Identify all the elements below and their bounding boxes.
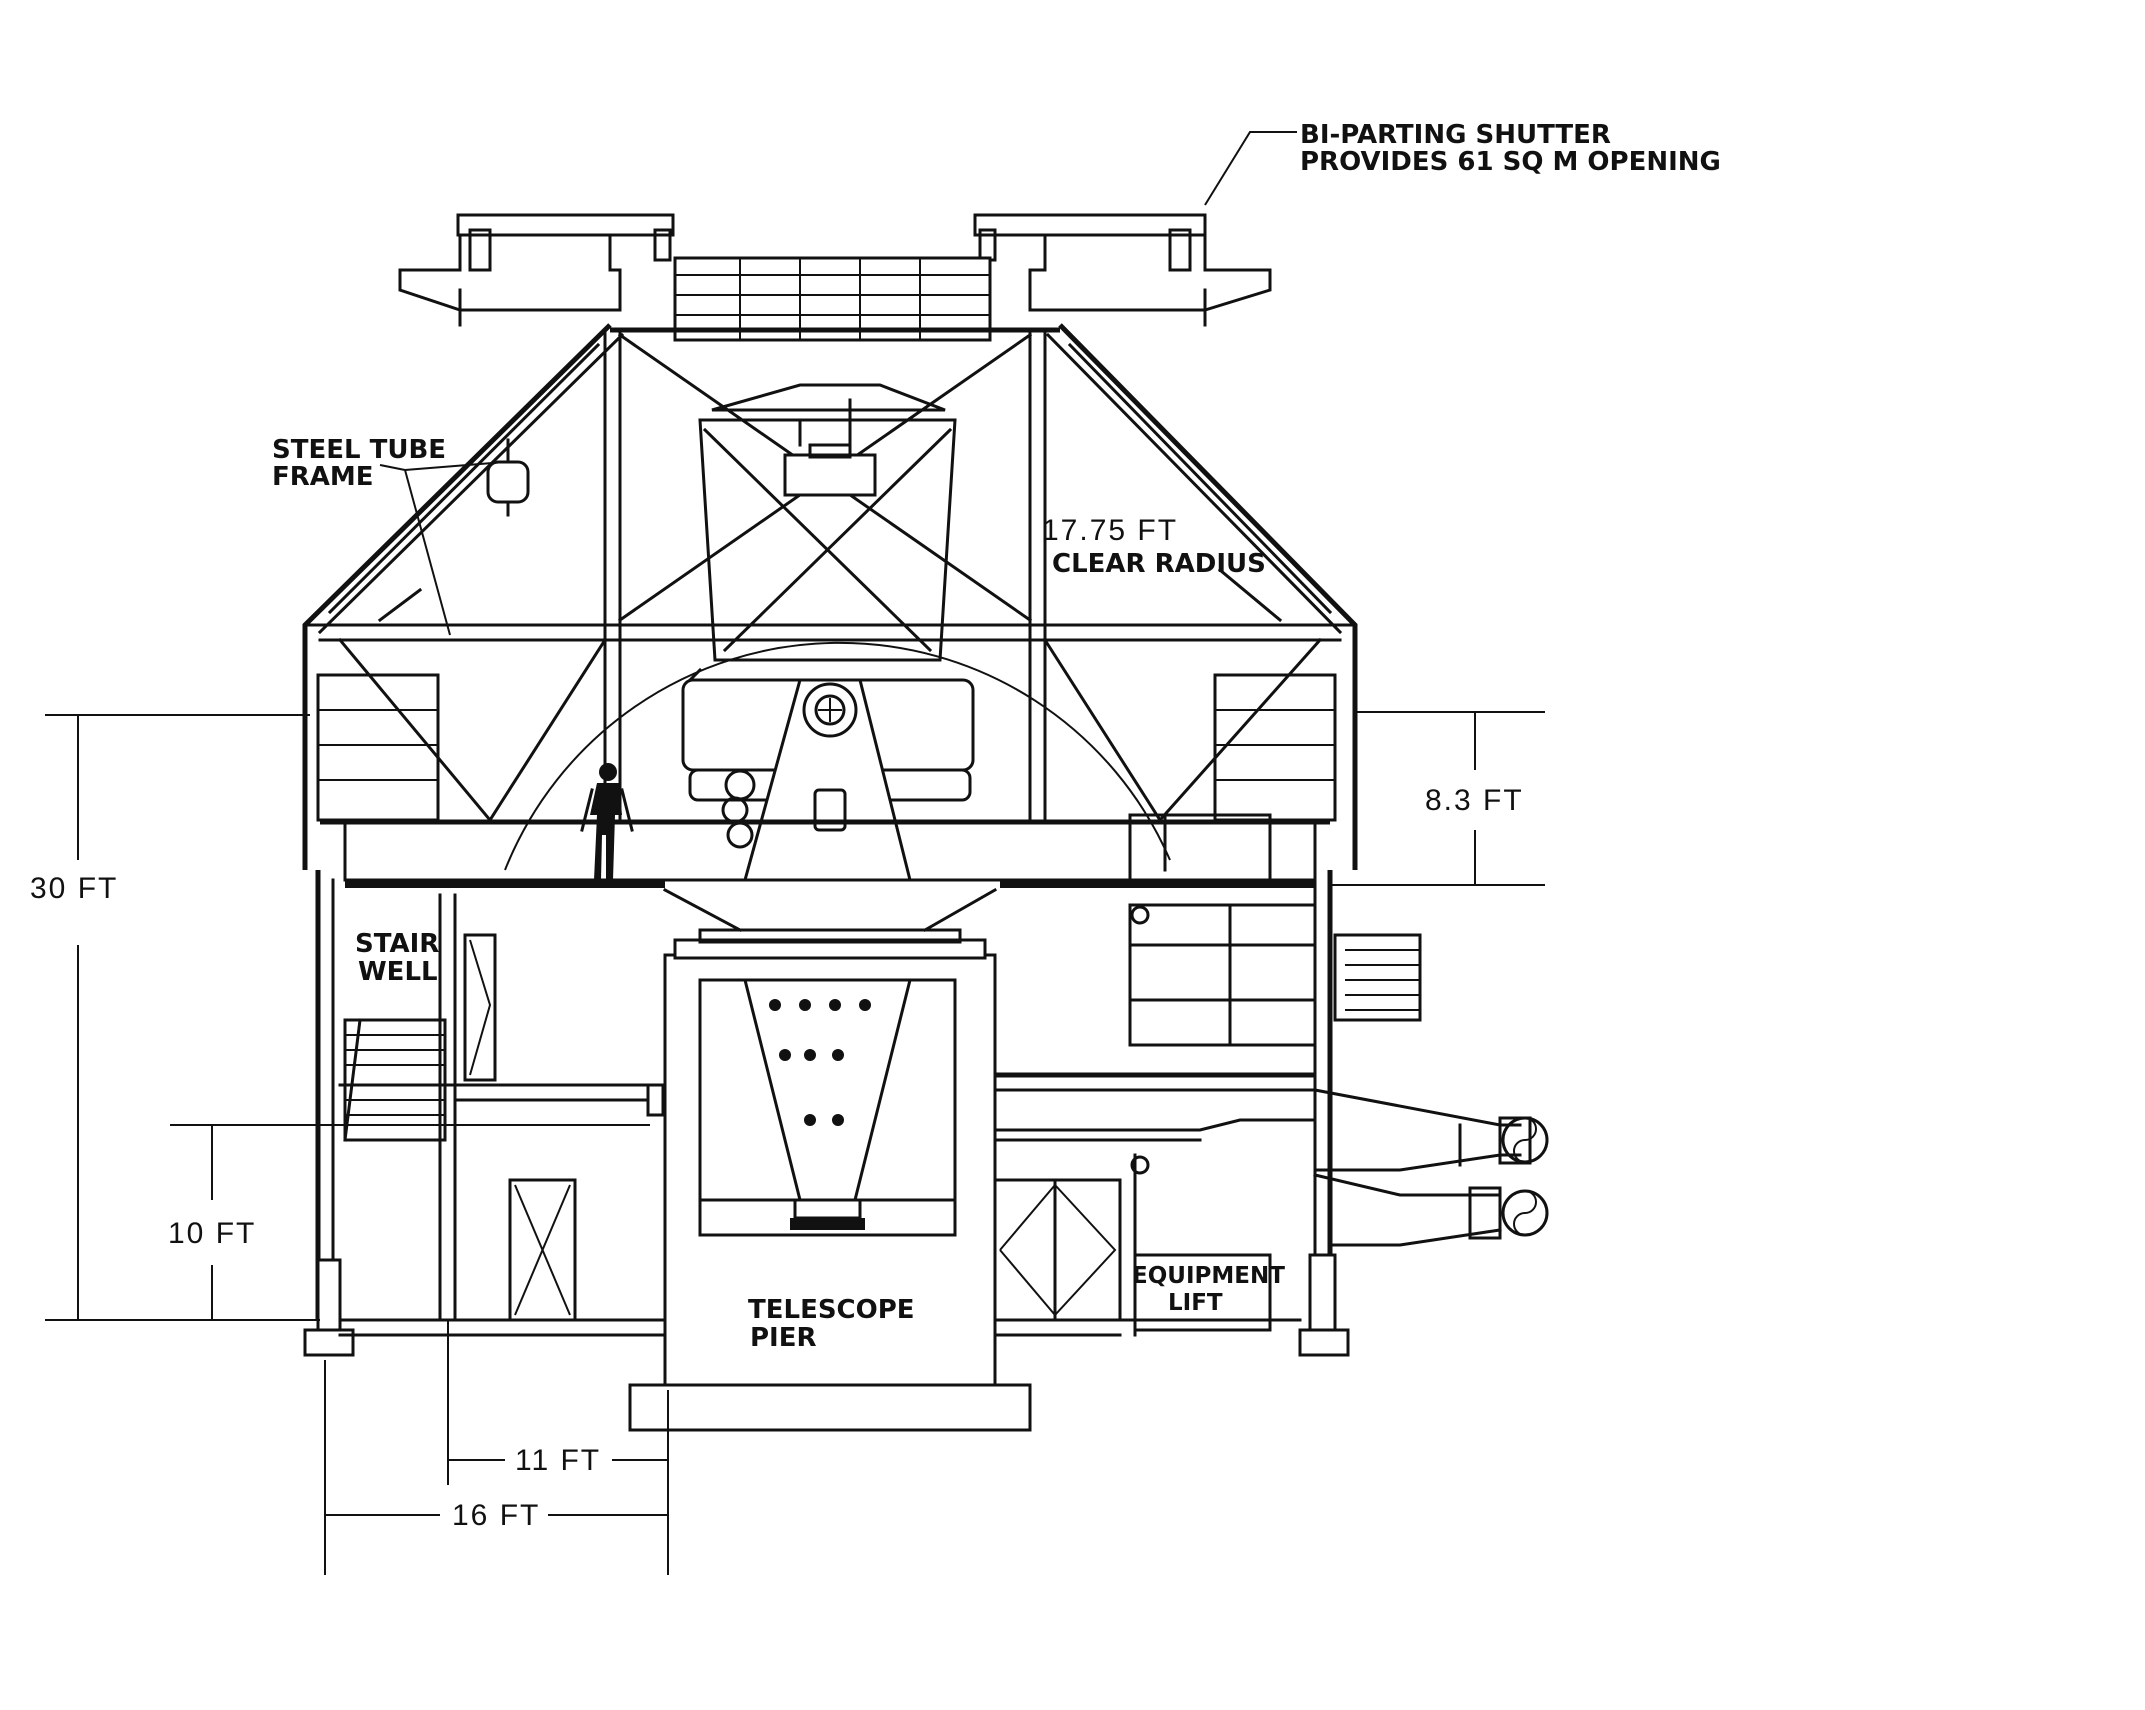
right-rooms: [993, 903, 1317, 1337]
labels: BI-PARTING SHUTTER PROVIDES 61 SQ M OPEN…: [30, 120, 1721, 1532]
yin-yang-duct-icon-2: [1501, 1189, 1549, 1237]
shutter-assembly: [398, 213, 1272, 342]
dim-16ft: 16 FT: [452, 1499, 540, 1532]
lift-label-line1: EQUIPMENT: [1132, 1263, 1285, 1289]
steel-tube-label-line2: FRAME: [272, 462, 374, 492]
yin-yang-duct-icon: [1501, 1116, 1549, 1164]
dim-8-3ft: 8.3 FT: [1425, 784, 1524, 817]
dim-10ft: 10 FT: [168, 1217, 256, 1250]
hoist-icon: [486, 438, 530, 517]
telescope-pier: [628, 928, 1032, 1432]
lift-label-line2: LIFT: [1168, 1290, 1223, 1316]
pier-label-line2: PIER: [750, 1323, 817, 1353]
telescope: [681, 383, 975, 882]
stair-well: [338, 893, 667, 1322]
steel-tube-frame: [302, 323, 1358, 870]
radius-label-line2: CLEAR RADIUS: [1052, 549, 1266, 579]
dim-30ft: 30 FT: [30, 872, 118, 905]
person-scale-icon: [580, 763, 634, 880]
pier-label-line1: TELESCOPE: [748, 1295, 915, 1325]
shutter-label-line1: BI-PARTING SHUTTER: [1300, 120, 1611, 150]
shutter-label-line2: PROVIDES 61 SQ M OPENING: [1300, 147, 1721, 177]
dim-11ft: 11 FT: [515, 1444, 601, 1477]
observing-floor: [320, 813, 1330, 933]
clear-radius-arc: [504, 641, 1171, 871]
exterior-ducts: [1313, 933, 1549, 1247]
stair-well-label-line2: WELL: [358, 957, 438, 987]
dimension-lines: [45, 131, 1545, 1575]
steel-tube-label-line1: STEEL TUBE: [272, 435, 446, 465]
stair-well-label-line1: STAIR: [355, 929, 439, 959]
radius-label-line1: 17.75 FT: [1042, 514, 1178, 547]
